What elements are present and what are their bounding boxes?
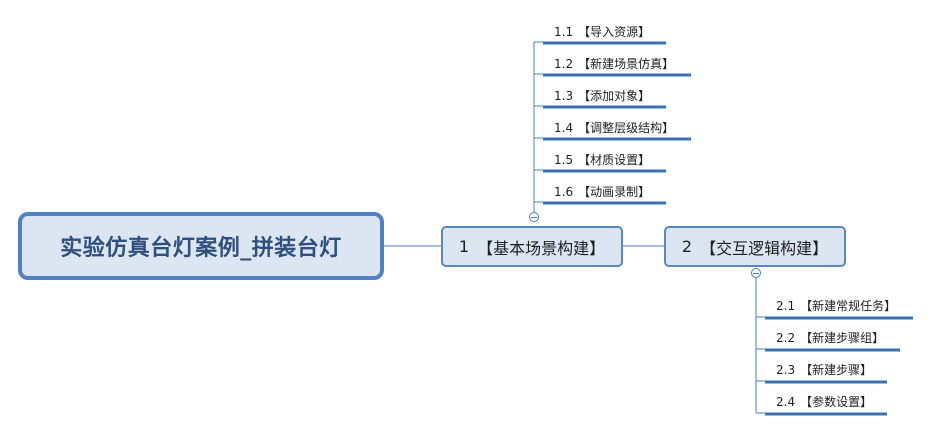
leaf-label: 【调整层级结构】 bbox=[578, 121, 675, 135]
leaf-topic[interactable]: 1.4 【调整层级结构】 bbox=[554, 118, 674, 138]
leaf-number: 1.1 bbox=[554, 25, 574, 39]
branch-topic-basic-scene[interactable]: 1 【基本场景构建】 bbox=[441, 226, 623, 267]
leaf-number: 1.5 bbox=[554, 153, 574, 167]
leaf-label: 【新建常规任务】 bbox=[800, 299, 897, 313]
root-topic[interactable]: 实验仿真台灯案例_拼装台灯 bbox=[18, 212, 384, 280]
branch-1-leaf-underlines bbox=[543, 41, 691, 205]
leaf-number: 2.4 bbox=[776, 395, 796, 409]
branch-2-leaf-underlines bbox=[765, 316, 913, 416]
leaf-topic[interactable]: 1.3 【添加对象】 bbox=[554, 86, 650, 106]
leaf-number: 1.6 bbox=[554, 185, 574, 199]
branch-label: 【交互逻辑构建】 bbox=[700, 238, 829, 258]
leaf-label: 【新建步骤组】 bbox=[800, 331, 885, 345]
leaf-label: 【参数设置】 bbox=[800, 395, 873, 409]
leaf-number: 1.3 bbox=[554, 89, 574, 103]
leaf-label: 【材质设置】 bbox=[578, 153, 651, 167]
leaf-number: 1.2 bbox=[554, 57, 574, 71]
leaf-topic[interactable]: 1.5 【材质设置】 bbox=[554, 150, 650, 170]
leaf-topic[interactable]: 2.1 【新建常规任务】 bbox=[776, 296, 896, 316]
leaf-number: 2.2 bbox=[776, 331, 796, 345]
leaf-number: 2.1 bbox=[776, 299, 796, 313]
branch-label: 【基本场景构建】 bbox=[477, 238, 606, 258]
leaf-label: 【添加对象】 bbox=[578, 89, 651, 103]
branch-number: 2 bbox=[681, 237, 693, 256]
leaf-label: 【新建场景仿真】 bbox=[578, 57, 675, 71]
leaf-topic[interactable]: 1.2 【新建场景仿真】 bbox=[554, 54, 674, 74]
branch-2-children-connectors bbox=[755, 278, 765, 414]
root-topic-title: 实验仿真台灯案例_拼装台灯 bbox=[60, 236, 342, 261]
leaf-topic[interactable]: 1.1 【导入资源】 bbox=[554, 22, 650, 42]
leaf-number: 1.4 bbox=[554, 121, 574, 135]
leaf-label: 【新建步骤】 bbox=[800, 363, 873, 377]
branch-1-children-connectors bbox=[533, 41, 543, 212]
collapse-branch-1-toggle-icon[interactable] bbox=[529, 212, 539, 222]
leaf-topic[interactable]: 1.6 【动画录制】 bbox=[554, 182, 650, 202]
branch-topic-interaction-logic[interactable]: 2 【交互逻辑构建】 bbox=[664, 226, 846, 267]
collapse-branch-2-toggle-icon[interactable] bbox=[751, 268, 761, 278]
leaf-label: 【导入资源】 bbox=[578, 25, 651, 39]
leaf-topic[interactable]: 2.3 【新建步骤】 bbox=[776, 360, 872, 380]
leaf-topic[interactable]: 2.2 【新建步骤组】 bbox=[776, 328, 884, 348]
leaf-topic[interactable]: 2.4 【参数设置】 bbox=[776, 392, 872, 412]
leaf-label: 【动画录制】 bbox=[578, 185, 651, 199]
leaf-number: 2.3 bbox=[776, 363, 796, 377]
branch-number: 1 bbox=[458, 237, 470, 256]
